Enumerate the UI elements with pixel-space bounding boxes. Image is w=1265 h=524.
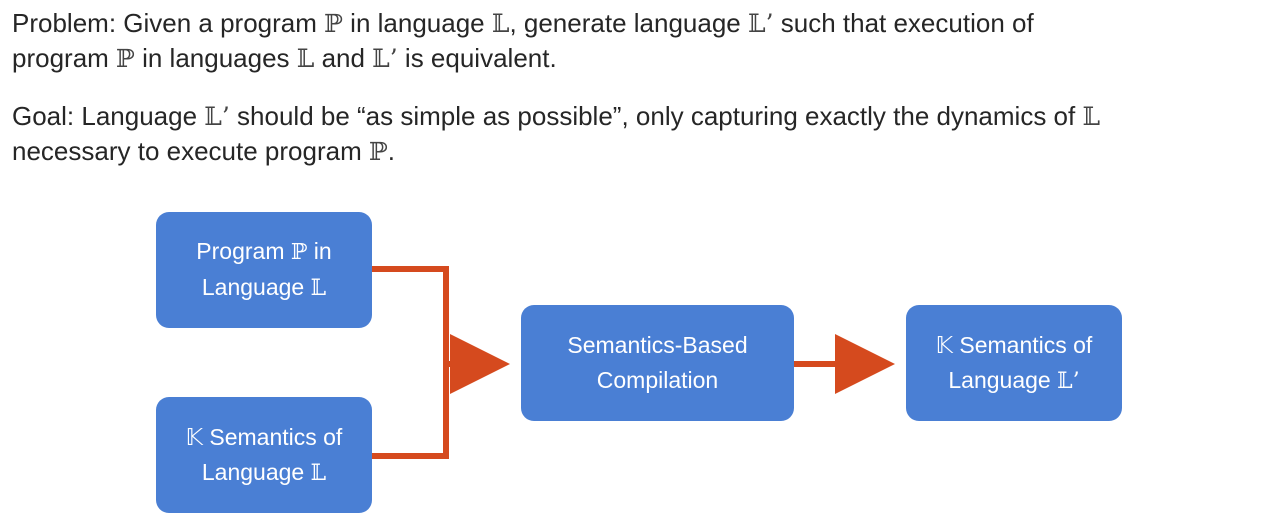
problem-text: and [314, 43, 373, 73]
problem-prefix: Problem: Given a program [12, 8, 325, 38]
ksem-prime-box-line1: 𝕂 Semantics of [935, 331, 1093, 358]
compile-box-line1: Semantics-Based [567, 332, 748, 358]
k-semantics-language-box: 𝕂 Semantics of Language 𝕃 [156, 397, 372, 513]
program-symbol: ℙ [324, 9, 343, 38]
language-prime-symbol: 𝕃’ [1057, 368, 1080, 394]
connector-program-to-compile [372, 266, 449, 364]
language-prime-symbol: 𝕃’ [204, 102, 230, 131]
program-symbol: ℙ [290, 240, 308, 265]
language-symbol: 𝕃 [491, 9, 510, 38]
program-symbol: ℙ [368, 137, 388, 166]
program-box-text: Language [201, 274, 311, 300]
ksem-box-line1: 𝕂 Semantics of [185, 423, 343, 450]
problem-text: in language [342, 8, 492, 38]
k-semantics-language-prime-box: 𝕂 Semantics of Language 𝕃’ [906, 305, 1122, 421]
goal-statement: Goal: Language 𝕃’ should be “as simple a… [12, 99, 1100, 169]
program-box-line2: Language 𝕃 [202, 270, 326, 306]
ksem-box-line2: Language 𝕃 [202, 455, 326, 491]
ksem-prime-box-text: Language [948, 366, 1058, 393]
program-box-text: in [307, 238, 332, 264]
language-symbol: 𝕃 [296, 44, 315, 73]
ksem-prime-box-line2: Language 𝕃’ [948, 363, 1079, 399]
language-symbol: 𝕃 [310, 276, 327, 301]
compile-box-line2: Compilation [596, 367, 719, 393]
problem-text: program [12, 43, 117, 73]
semantics-based-compilation-box: Semantics-Based Compilation [521, 305, 794, 421]
ksem-box-text: Language [201, 458, 311, 485]
problem-text: such that execution of [773, 8, 1034, 38]
program-box-text: Program [196, 238, 291, 264]
language-prime-symbol: 𝕃’ [372, 44, 398, 73]
program-symbol: ℙ [116, 44, 135, 73]
problem-text: , generate language [509, 8, 748, 38]
goal-text: necessary to execute program [12, 136, 369, 166]
language-symbol: 𝕃 [1082, 102, 1101, 131]
program-box-line1: Program ℙ in [196, 234, 331, 270]
goal-prefix: Goal: Language [12, 101, 205, 131]
problem-text: is equivalent. [397, 43, 557, 73]
language-prime-symbol: 𝕃’ [747, 9, 774, 38]
goal-text: . [387, 136, 396, 166]
language-symbol: 𝕃 [310, 460, 327, 486]
connector-ksem-to-compile [372, 361, 449, 459]
program-box: Program ℙ in Language 𝕃 [156, 212, 372, 328]
goal-text: should be “as simple as possible”, only … [229, 101, 1083, 131]
problem-text: in languages [134, 43, 297, 73]
problem-statement: Problem: Given a program ℙ in language 𝕃… [12, 6, 1034, 76]
